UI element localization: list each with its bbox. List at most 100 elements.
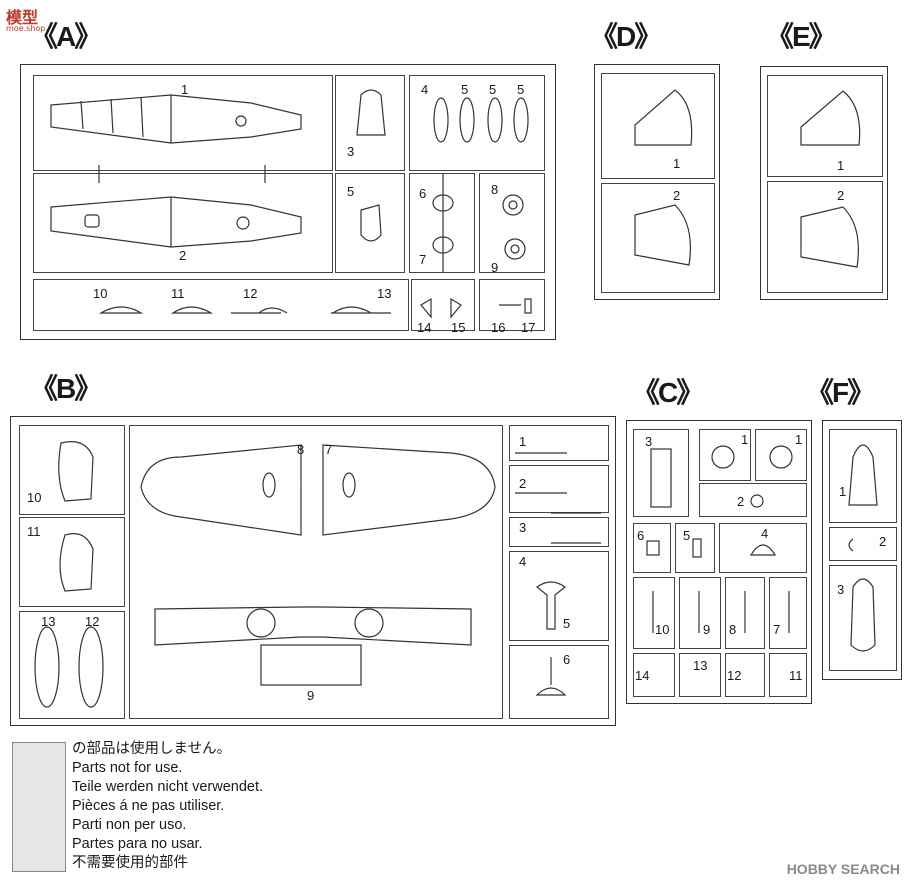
- sprue-b-cell-4-5: [509, 551, 609, 641]
- part-number: 16: [491, 320, 506, 335]
- sprue-c-cell-1a: [699, 429, 751, 481]
- sprue-e-frame: 1 2: [760, 66, 888, 300]
- part-number: 10: [27, 490, 42, 505]
- sprue-d-parts-drawing: [634, 89, 693, 266]
- sprue-c-cell-13: [679, 653, 721, 697]
- part-number: 3: [837, 582, 845, 597]
- watermark-logo-text: 模型: [6, 8, 39, 27]
- sprue-f-frame: 1 2 3: [822, 420, 902, 680]
- part-number: 9: [491, 260, 499, 275]
- sprue-c-label: 《C》: [632, 377, 704, 408]
- sprue-c-parts-drawing: [646, 445, 793, 633]
- part-number: 5: [683, 528, 691, 543]
- sprue-a-cell-4: [335, 173, 405, 273]
- part-number: 1: [181, 82, 189, 97]
- part-number: 7: [419, 252, 427, 267]
- sprue-c-cell-7: [769, 577, 807, 649]
- part-number: 8: [297, 442, 305, 457]
- sprue-f-cell-3: [829, 565, 897, 671]
- sprue-a-parts-drawing: [50, 89, 532, 319]
- sprue-d-label: 《D》: [590, 21, 662, 52]
- watermark-logo: 模型 moe.shop: [4, 4, 74, 36]
- sprue-a-label: 《A》: [30, 21, 102, 52]
- sprue-d-frame: 1 2: [594, 64, 720, 300]
- part-number: 10: [93, 286, 108, 301]
- sprue-c-cell-2: [699, 483, 807, 517]
- part-number: 3: [519, 520, 527, 535]
- sprue-c-cell-11: [769, 653, 807, 697]
- watermark-hobby-search: HOBBY SEARCH: [787, 861, 900, 877]
- part-number: 11: [789, 668, 803, 683]
- part-number: 2: [737, 494, 745, 509]
- part-number: 11: [171, 286, 185, 301]
- sprue-a-cell-5: [409, 75, 545, 171]
- part-number: 5: [517, 82, 525, 97]
- sprue-c-cell-5: [675, 523, 715, 573]
- sprue-b-cell-12-13: [19, 611, 125, 719]
- legend-line-en: Parts not for use.: [72, 760, 183, 776]
- part-number: 2: [879, 534, 887, 549]
- sprue-b-parts-drawing: [34, 441, 601, 708]
- part-number: 13: [377, 286, 392, 301]
- sprue-e-label: 《E》: [766, 21, 837, 52]
- part-number: 4: [761, 526, 769, 541]
- part-number: 3: [645, 434, 653, 449]
- part-number: 5: [461, 82, 469, 97]
- sprue-a-cell-10-13: [33, 279, 409, 331]
- watermark-site-text: moe.shop: [6, 24, 46, 33]
- sprue-c-cell-9: [679, 577, 721, 649]
- sprue-b-cell-3: [509, 517, 609, 547]
- part-number: 1: [741, 432, 749, 447]
- part-number: 8: [729, 622, 737, 637]
- part-number: 2: [179, 248, 187, 263]
- sprue-a-cell-14-15: [411, 279, 475, 331]
- sprue-b-label: 《B》: [30, 373, 102, 404]
- part-number: 3: [347, 144, 355, 159]
- sprue-c-cell-6: [633, 523, 671, 573]
- sprue-c-cell-10: [633, 577, 675, 649]
- sprue-a-cell-6-7: [409, 173, 475, 273]
- sprue-d-cell-1: [601, 73, 715, 179]
- part-number: 12: [243, 286, 258, 301]
- sprue-f-cell-2: [829, 527, 897, 561]
- part-number: 5: [563, 616, 571, 631]
- sprue-a-cell-8-9: [479, 173, 545, 273]
- sprue-c-cell-14: [633, 653, 675, 697]
- sprue-c-cell-8: [725, 577, 765, 649]
- part-number: 6: [563, 652, 571, 667]
- part-number: 17: [521, 320, 536, 335]
- sprue-b-cell-11: [19, 517, 125, 607]
- part-number: 6: [637, 528, 645, 543]
- part-number: 2: [837, 188, 845, 203]
- part-number: 2: [519, 476, 527, 491]
- part-number: 9: [703, 622, 711, 637]
- legend-line-ja: の部品は使用しません。: [72, 741, 232, 757]
- sprue-c-cell-1b: [755, 429, 807, 481]
- sprue-b-cell-10: [19, 425, 125, 515]
- part-number: 1: [837, 158, 845, 173]
- legend-line-fr: Pièces á ne pas utiliser.: [72, 798, 225, 814]
- sprue-c-cell-12: [725, 653, 765, 697]
- part-number: 14: [635, 668, 650, 683]
- sprue-b-cell-1: [509, 425, 609, 461]
- legend-line-zh: 不需要使用的部件: [72, 855, 188, 871]
- sprue-e-parts-drawing: [800, 90, 861, 268]
- part-number: 1: [795, 432, 803, 447]
- legend-line-it: Parti non per uso.: [72, 817, 187, 833]
- part-number: 9: [307, 688, 315, 703]
- legend: の部品は使用しません。 Parts not for use. Teile wer…: [0, 736, 600, 882]
- sprue-b-cell-wings: [129, 425, 503, 719]
- part-number: 12: [727, 668, 742, 683]
- sprue-b-frame: 10 11 13 12 8 7 9 1 2 3 4 5 6: [10, 416, 616, 726]
- sprue-f-cell-1: [829, 429, 897, 523]
- part-number: 15: [451, 320, 466, 335]
- sprue-a-frame: 1 2 3 4 5 5 5 5 6 7 8 9 10 11 12 13 14 1…: [20, 64, 556, 340]
- legend-line-de: Teile werden nicht verwendet.: [72, 779, 264, 795]
- sprue-a-cell-1: [33, 75, 333, 171]
- legend-line-es: Partes para no usar.: [72, 836, 203, 852]
- part-number: 1: [839, 484, 847, 499]
- part-number: 5: [489, 82, 497, 97]
- part-number: 8: [491, 182, 499, 197]
- watermark-text: HOBBY SEARCH: [786, 861, 900, 877]
- part-number: 11: [27, 524, 41, 539]
